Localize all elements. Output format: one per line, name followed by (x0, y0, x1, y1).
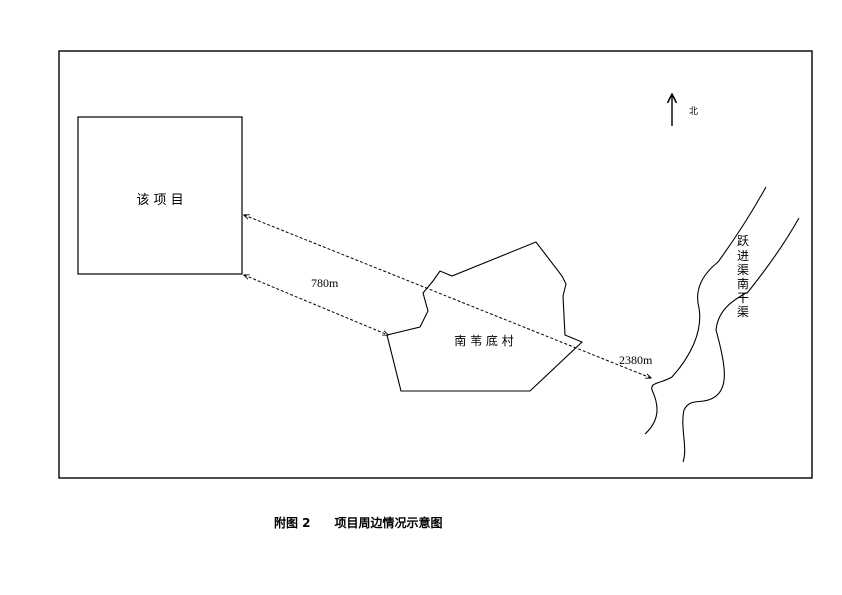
figure-title: 项目周边情况示意图 (334, 516, 443, 530)
diagram-frame (58, 50, 813, 479)
canal-label-char-5: 干 (737, 291, 749, 305)
distance-label-canal: 2380m (619, 353, 653, 367)
north-label: 北 (689, 106, 698, 117)
distance-label-village: 780m (311, 276, 339, 290)
canal-label-char-1: 跃 (737, 234, 749, 248)
canal-label-char-6: 渠 (737, 305, 749, 319)
village-outline (386, 241, 583, 392)
canal-bank-left (644, 186, 767, 435)
figure-number: 附图 2 (274, 516, 311, 530)
canal-label-char-3: 渠 (737, 263, 749, 277)
project-label: 该 项 目 (136, 193, 183, 208)
distance-line-canal (244, 215, 651, 378)
canal-label-char-2: 进 (737, 249, 749, 263)
canal-label-char-4: 南 (737, 276, 749, 291)
project-box (77, 116, 243, 275)
canal-bank-right (682, 217, 800, 463)
village-label: 南 苇 底 村 (454, 333, 513, 348)
figure-caption: 附图 2 项目周边情况示意图 (274, 514, 443, 531)
